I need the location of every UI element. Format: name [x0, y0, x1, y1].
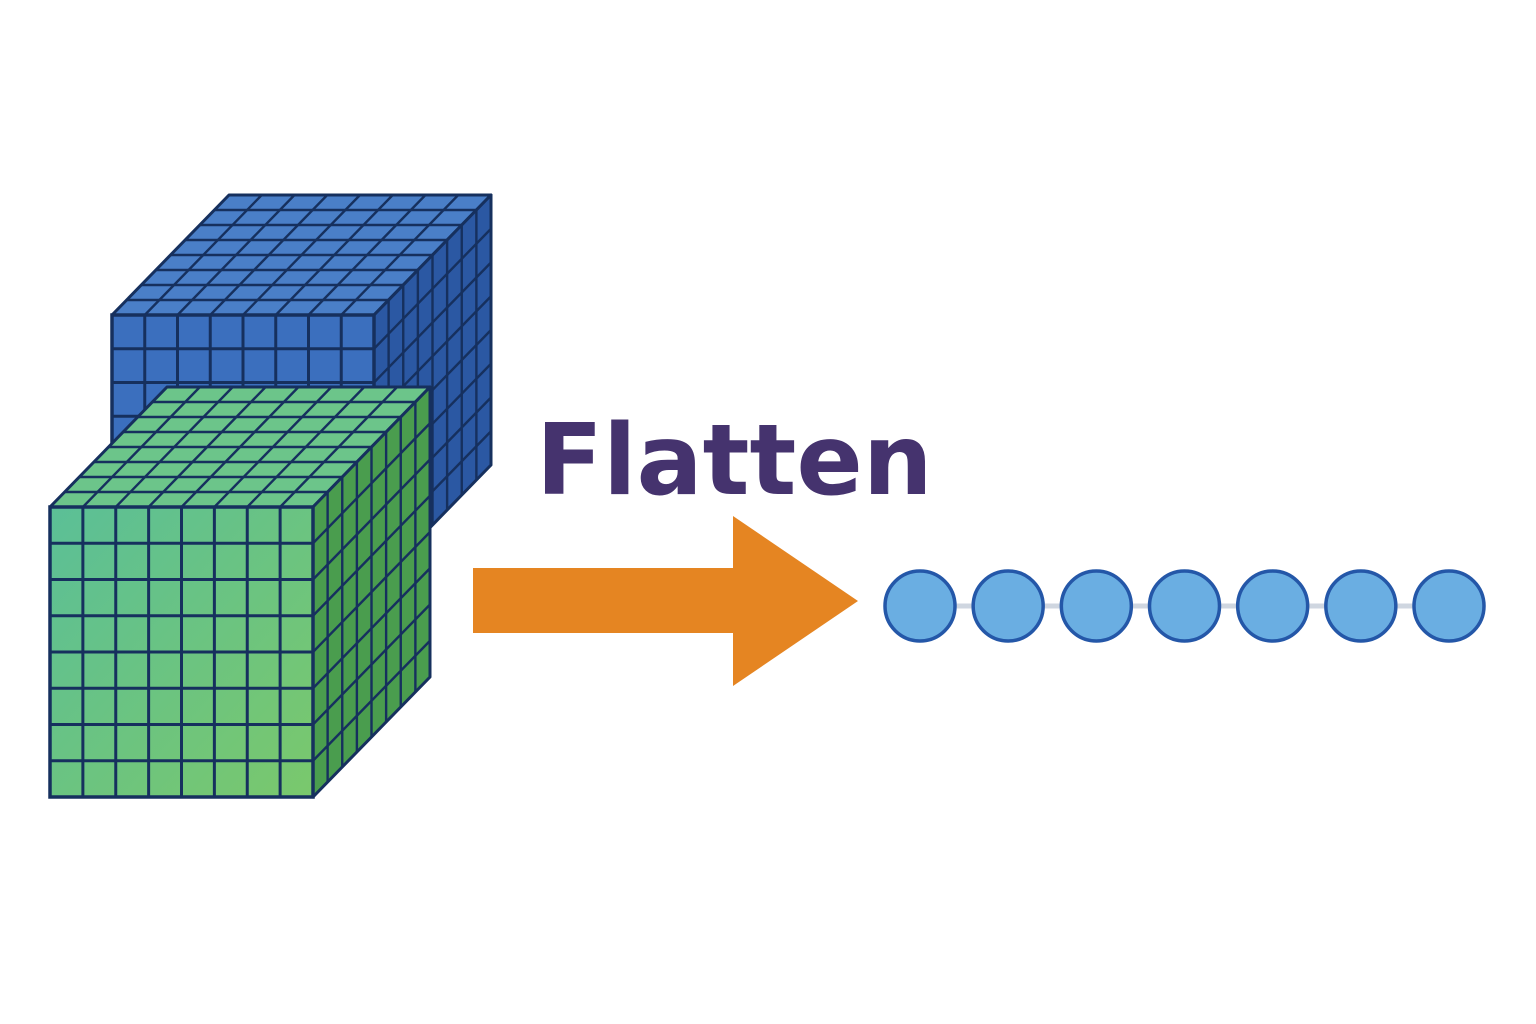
green-feature-map-cube: [48, 385, 432, 799]
flatten-label: Flatten: [536, 404, 933, 518]
green-cube-front-grid: [50, 507, 313, 797]
vector-node: [971, 569, 1045, 643]
green-side-grid-line: [312, 567, 431, 690]
flatten-arrow: [473, 516, 858, 686]
blue-cube-top-grid: [126, 194, 477, 316]
vector-node: [1235, 569, 1310, 643]
flattened-output-vector: [883, 569, 1486, 643]
green-cube-top-grid: [64, 386, 416, 508]
vector-nodes: [883, 569, 1486, 643]
vector-node: [1324, 569, 1398, 643]
green-side-grid-line: [312, 458, 431, 581]
green-side-grid-line: [312, 639, 431, 762]
vector-node: [1059, 569, 1134, 643]
green-side-grid-line: [312, 531, 431, 653]
green-side-grid-line: [312, 603, 431, 726]
vector-node: [883, 569, 957, 643]
green-side-grid-line: [312, 494, 431, 617]
green-side-grid-line: [312, 422, 431, 545]
vector-node: [1412, 569, 1486, 643]
vector-node: [1147, 569, 1222, 643]
green-cube-side-grid: [312, 402, 431, 782]
blue-side-grid-line: [373, 261, 492, 384]
blue-side-grid-line: [373, 227, 492, 350]
